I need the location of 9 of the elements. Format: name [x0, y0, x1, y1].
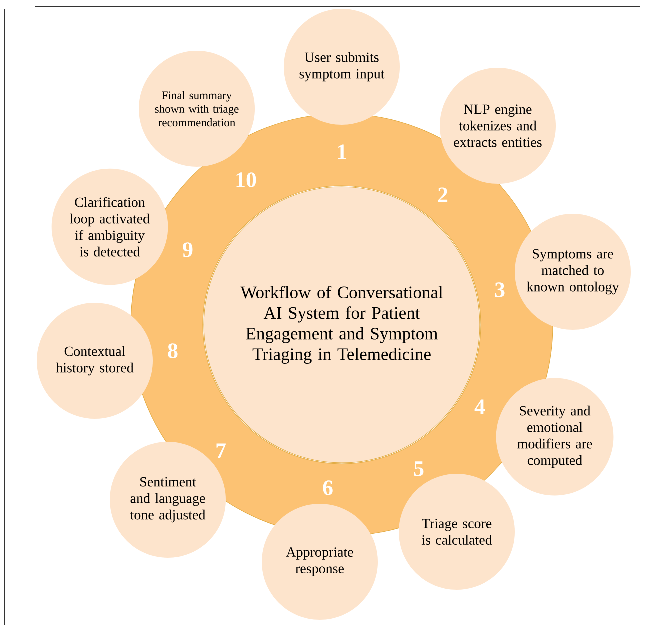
step-number: 9	[183, 242, 193, 258]
step-number: 8	[168, 344, 178, 358]
step-number: 3	[495, 282, 505, 298]
step-number: 6	[323, 480, 333, 496]
step-number: 10	[236, 172, 256, 188]
step-number: 2	[438, 188, 448, 202]
step-number: 7	[216, 444, 226, 458]
step-number: 1	[338, 144, 346, 160]
step-number: 5	[414, 462, 424, 476]
